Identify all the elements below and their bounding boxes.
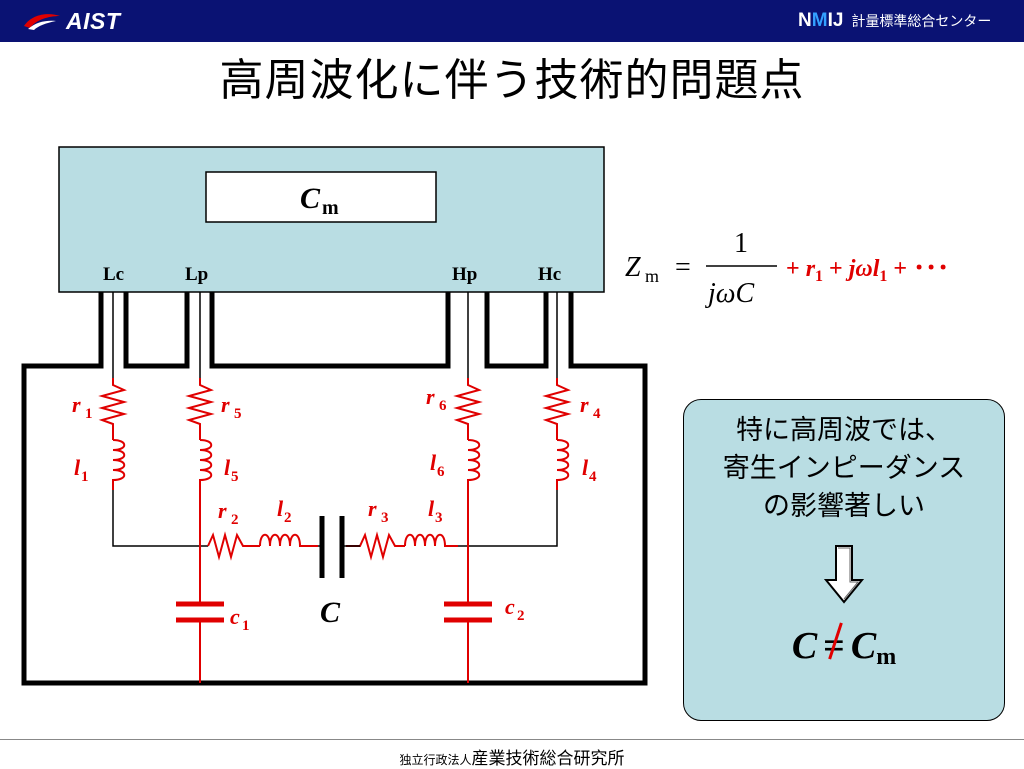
terminal-lp: Lp xyxy=(185,264,208,285)
formula-numerator: 1 xyxy=(734,228,748,259)
inductor-l2 xyxy=(259,533,318,547)
meter-label-sub: m xyxy=(322,197,339,219)
label-r4: r xyxy=(580,392,589,417)
formula-tail-l-sub: 1 xyxy=(879,268,887,285)
formula-tail-jwl: jωl xyxy=(845,256,880,282)
page-title: 高周波化に伴う技術的問題点 xyxy=(219,55,805,106)
nmij-logo-m: M xyxy=(811,10,828,31)
label-r5: r xyxy=(221,392,230,417)
footer-prefix: 独立行政法人 xyxy=(399,753,472,767)
center-conductors xyxy=(112,292,558,378)
inductor-l1 xyxy=(112,439,126,490)
branch-wires xyxy=(112,490,558,547)
label-c2: c xyxy=(505,594,515,619)
result-cm: C xyxy=(850,625,877,667)
callout-box: 特に高周波では、 寄生インピーダンス の影響著しい C=Cm xyxy=(683,399,1005,721)
formula-denominator: jωC xyxy=(705,278,755,309)
resistor-r2 xyxy=(207,531,260,561)
aist-logo: AIST xyxy=(22,6,120,36)
callout-line-2: 寄生インピーダンス xyxy=(722,453,966,484)
label-c2-sub: 2 xyxy=(517,608,525,624)
footer-divider xyxy=(0,739,1024,740)
label-l3: l xyxy=(428,496,435,521)
impedance-formula: Z m = 1 jωC + r1 + jωl1 + ･･･ xyxy=(625,228,949,309)
label-l3-sub: 3 xyxy=(435,510,443,526)
meter-label: C xyxy=(300,182,321,215)
result-cm-sub: m xyxy=(876,644,897,670)
formula-equals: = xyxy=(675,252,691,283)
nmij-logo: NMIJ xyxy=(798,10,843,32)
callout-line-1: 特に高周波では、 xyxy=(736,415,952,446)
resistor-r1 xyxy=(98,378,128,440)
label-c1-sub: 1 xyxy=(242,618,250,634)
callout-line-3: の影響著しい xyxy=(763,491,925,522)
label-l6: l xyxy=(430,450,437,475)
label-r5-sub: 5 xyxy=(234,406,242,422)
label-l4-sub: 4 xyxy=(589,469,597,485)
nmij-label: 計量標準総合センター xyxy=(851,14,992,30)
inductor-l4 xyxy=(556,439,570,490)
terminal-lc: Lc xyxy=(103,264,124,285)
label-r4-sub: 4 xyxy=(593,406,601,422)
formula-lhs: Z xyxy=(625,252,641,283)
label-l2-sub: 2 xyxy=(284,510,292,526)
inductor-l3 xyxy=(404,533,458,547)
result-c: C xyxy=(791,625,818,667)
resistor-r6 xyxy=(453,378,483,440)
formula-tail-r-sub: 1 xyxy=(815,268,823,285)
label-l5: l xyxy=(224,455,231,480)
nmij-logo-ij: IJ xyxy=(827,10,844,31)
formula-tail: + r1 + jωl1 + ･･･ xyxy=(786,256,949,285)
capacitor-C xyxy=(319,516,345,578)
label-r2-sub: 2 xyxy=(231,512,239,528)
label-r3-sub: 3 xyxy=(381,510,389,526)
label-r1: r xyxy=(72,392,81,417)
label-l6-sub: 6 xyxy=(437,464,445,480)
nmij-brand: NMIJ 計量標準総合センター xyxy=(798,10,991,32)
footer: 独立行政法人産業技術総合研究所 xyxy=(0,744,1024,769)
label-l5-sub: 5 xyxy=(231,469,239,485)
label-l1-sub: 1 xyxy=(81,469,89,485)
meter-display xyxy=(205,171,437,223)
inductor-l5 xyxy=(199,439,213,546)
inductor-l6 xyxy=(467,439,481,546)
header-bar: AIST NMIJ 計量標準総合センター xyxy=(0,0,1024,42)
resistor-r3 xyxy=(346,531,405,561)
aist-swoosh-icon xyxy=(24,14,60,30)
parasitic-capacitors xyxy=(176,601,492,623)
label-C: C xyxy=(320,596,341,629)
label-r3: r xyxy=(368,496,377,521)
footer-org-name: 産業技術総合研究所 xyxy=(471,749,625,769)
label-r2: r xyxy=(218,498,227,523)
label-l2: l xyxy=(277,496,284,521)
formula-lhs-sub: m xyxy=(645,266,659,286)
terminal-hc: Hc xyxy=(538,264,561,285)
label-l4: l xyxy=(582,455,589,480)
formula-tail-r: r xyxy=(806,256,816,282)
callout-text: 特に高周波では、 寄生インピーダンス の影響著しい xyxy=(684,412,1004,526)
capacitance-inequality: C=Cm xyxy=(684,622,1004,671)
formula-tail-plus-3: + ･･･ xyxy=(887,256,949,282)
label-r1-sub: 1 xyxy=(85,406,93,422)
formula-tail-plus-2: + xyxy=(823,256,849,282)
resistor-r5 xyxy=(185,378,215,440)
not-equal-sign: = xyxy=(823,622,845,668)
label-r6: r xyxy=(426,384,435,409)
parasitic-elements xyxy=(98,378,572,683)
down-arrow-icon xyxy=(824,545,864,604)
label-r6-sub: 6 xyxy=(439,398,447,414)
formula-tail-plus-1: + xyxy=(786,256,806,282)
label-l1: l xyxy=(74,455,81,480)
label-c1: c xyxy=(230,604,240,629)
aist-logo-text: AIST xyxy=(66,7,121,34)
nmij-logo-n: N xyxy=(798,10,812,31)
coax-shields xyxy=(21,292,648,686)
terminal-hp: Hp xyxy=(452,264,477,285)
resistor-r4 xyxy=(542,378,572,440)
